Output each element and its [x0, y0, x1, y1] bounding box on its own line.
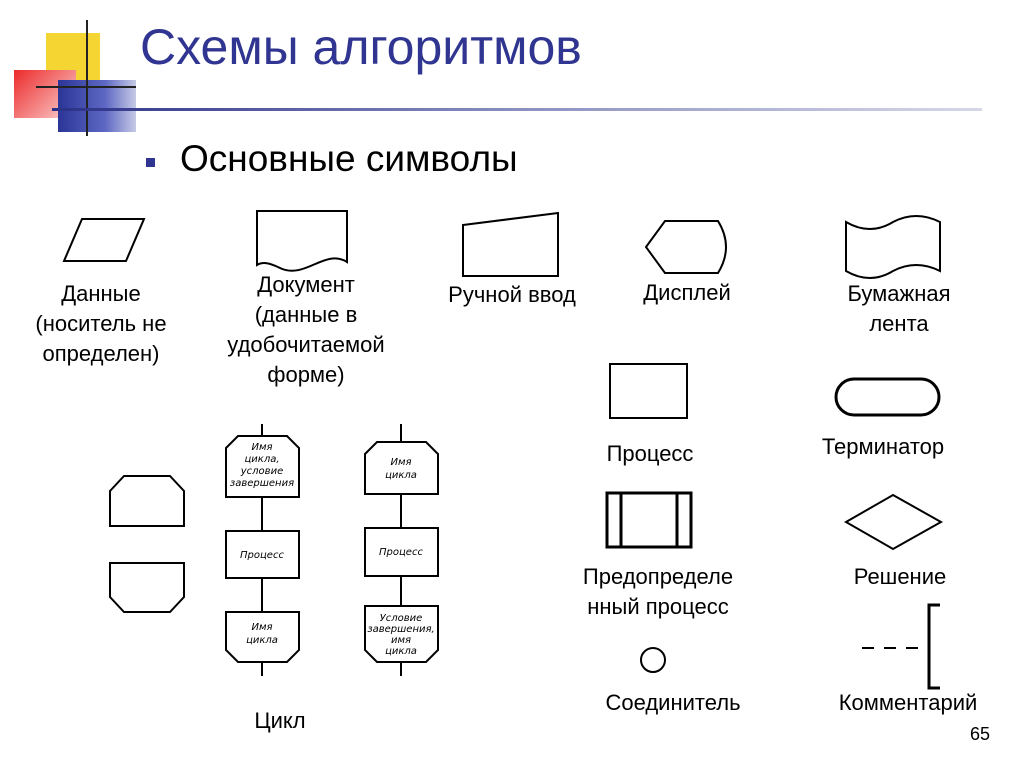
loop-left-process-text: Процесс	[240, 550, 284, 561]
loop-end-shape	[109, 562, 185, 613]
comment-bracket	[927, 603, 940, 690]
bullet-square	[146, 158, 155, 167]
terminator-label: Терминатор	[821, 434, 945, 459]
loop-text-line: завершения	[230, 478, 294, 489]
loop-right-start	[364, 441, 439, 495]
loop-text-line: цикла	[385, 646, 417, 657]
loop-text-line: Имя	[251, 442, 272, 453]
loop-label: Цикл	[254, 708, 306, 733]
loop-text-line: Имя	[251, 622, 272, 633]
manual-input-label: Ручной ввод	[448, 282, 576, 307]
terminator-shape	[834, 377, 941, 417]
corner-decoration	[0, 0, 140, 140]
loop-right-start-text: Имя цикла	[385, 457, 417, 481]
vertical-line	[86, 20, 88, 136]
loop-text-line: цикла	[246, 635, 278, 646]
connector-label: Соединитель	[605, 690, 741, 715]
document-shape	[256, 210, 348, 272]
display-label: Дисплей	[643, 280, 731, 305]
loop-left-end	[225, 611, 300, 663]
decision-shape	[843, 493, 944, 551]
paper-tape-label: Бумажная лента	[847, 281, 951, 336]
data-shape	[62, 218, 146, 262]
process-shape	[609, 363, 688, 419]
connector-shape	[640, 647, 666, 673]
paper-tape-shape	[845, 215, 941, 279]
loop-text-line: Условие	[380, 613, 423, 624]
data-label: Данные (носитель не определен)	[35, 281, 167, 366]
loop-left-end-text: Имя цикла	[246, 622, 278, 646]
blue-square	[58, 80, 136, 132]
loop-start-shape	[109, 475, 185, 527]
manual-input-shape	[462, 211, 559, 277]
loop-text-line: Имя	[390, 457, 411, 468]
comment-label: Комментарий	[838, 690, 978, 715]
subtitle: Основные символы	[180, 138, 518, 179]
page-number: 65	[969, 724, 991, 744]
loop-text-line: цикла	[385, 470, 417, 481]
loop-left-start	[225, 435, 300, 498]
decision-label: Решение	[853, 564, 947, 589]
process-label: Процесс	[606, 441, 694, 466]
loop-right-process-text: Процесс	[379, 547, 423, 558]
predefined-process-shape	[605, 491, 693, 549]
title-underline	[52, 108, 982, 111]
loop-right-end	[364, 605, 439, 663]
horizontal-line	[36, 86, 136, 88]
display-shape	[644, 220, 727, 274]
loop-text-line: цикла,	[244, 454, 279, 465]
loop-text-line: завершения,	[367, 624, 434, 635]
page-title: Схемы алгоритмов	[140, 19, 582, 75]
loop-text-line: условие	[240, 466, 283, 477]
document-label: Документ (данные в удобочитаемой форме)	[227, 272, 385, 387]
loop-text-line: имя	[391, 635, 411, 646]
predefined-process-label: Предопределе нный процесс	[582, 564, 734, 619]
